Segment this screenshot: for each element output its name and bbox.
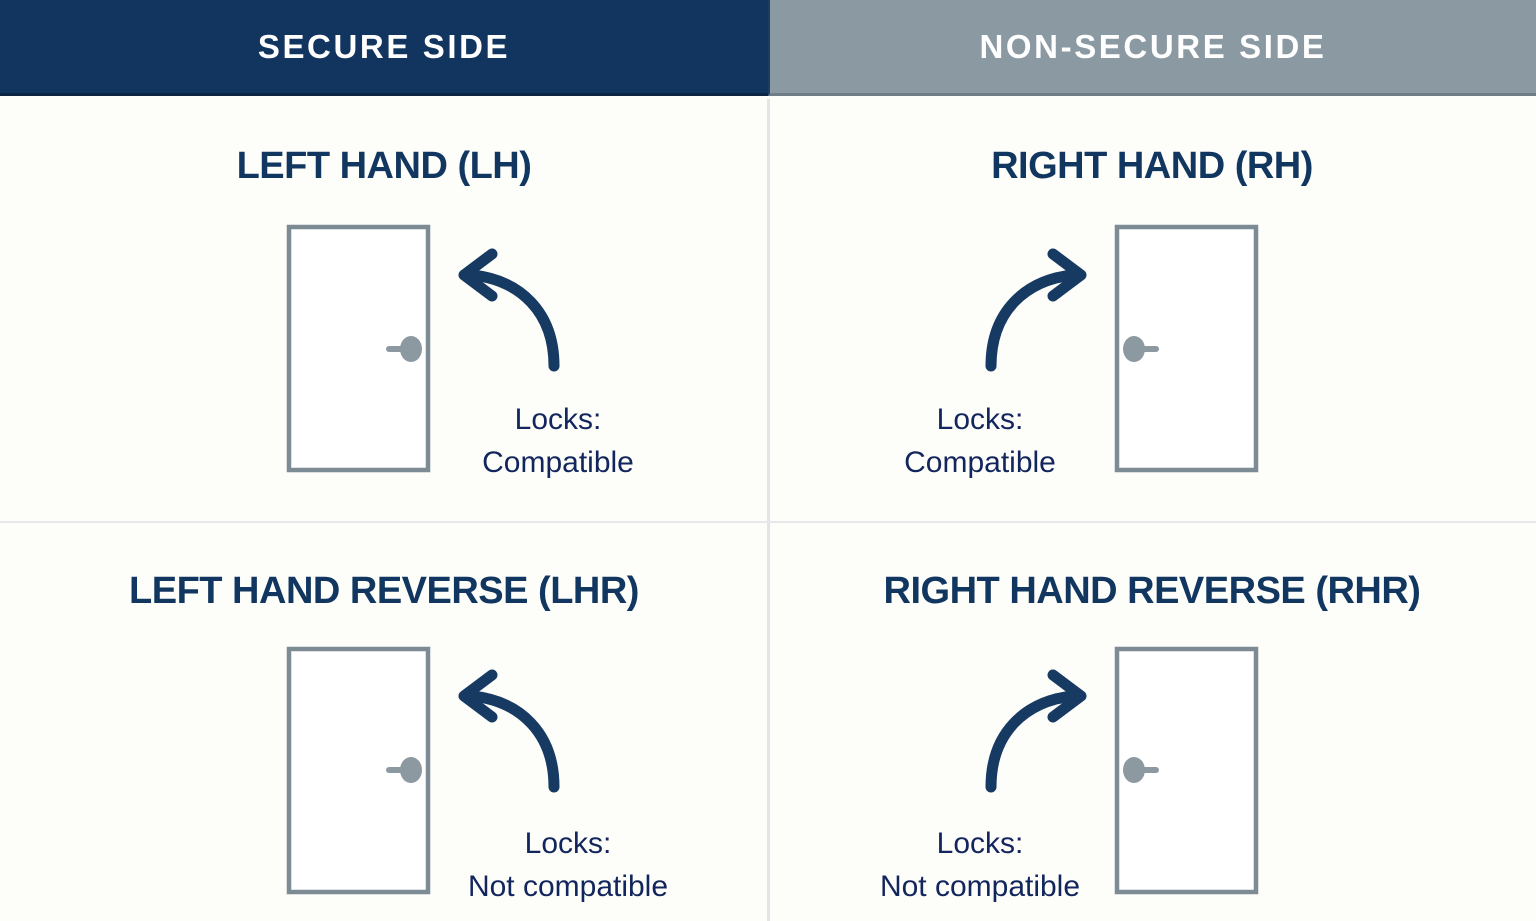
header-non-secure-side: NON-SECURE SIDE (768, 0, 1536, 96)
quadrant-left-hand: LEFT HAND (LH) (0, 99, 768, 521)
quadrant-left-hand-reverse-title: LEFT HAND REVERSE (LHR) (129, 570, 639, 612)
header-non-secure-side-label: NON-SECURE SIDE (979, 27, 1327, 65)
swing-arrow-icon (458, 669, 560, 793)
quadrant-right-hand-reverse-title: RIGHT HAND REVERSE (RHR) (883, 570, 1421, 612)
door-diagram-right-hand (768, 99, 1536, 521)
door-panel-icon (1114, 224, 1259, 473)
lock-label: Locks: (524, 827, 612, 860)
header-secure-side-label: SECURE SIDE (257, 27, 511, 65)
lock-value: Compatible (482, 445, 634, 479)
vertical-divider (767, 99, 770, 921)
swing-arrow-icon (985, 248, 1087, 372)
door-diagram-left-hand (0, 99, 768, 521)
quadrant-right-hand-title: RIGHT HAND (RH) (991, 145, 1313, 187)
door-handle-icon (1123, 336, 1159, 362)
door-handle-icon (1123, 757, 1159, 783)
door-diagram-right-hand-reverse (768, 522, 1536, 921)
lock-label: Locks: (936, 403, 1024, 436)
lock-value: Not compatible (879, 869, 1081, 903)
lock-compatibility-right-hand-reverse: Locks: Not compatible (810, 823, 1150, 908)
horizontal-divider (0, 521, 1536, 523)
chart-header: SECURE SIDE NON-SECURE SIDE (0, 0, 1536, 96)
lock-label: Locks: (514, 403, 602, 436)
lock-compatibility-left-hand: Locks: Compatible (408, 399, 708, 484)
header-secure-side: SECURE SIDE (0, 0, 768, 96)
lock-value: Not compatible (467, 869, 669, 903)
door-diagram-left-hand-reverse (0, 522, 768, 921)
lock-compatibility-right-hand: Locks: Compatible (830, 399, 1130, 484)
quadrant-right-hand: RIGHT HAND (RH) Lock (768, 99, 1536, 521)
lock-compatibility-left-hand-reverse: Locks: Not compatible (398, 823, 738, 908)
swing-arrow-icon (985, 669, 1087, 793)
swing-arrow-icon (458, 248, 560, 372)
lock-value: Compatible (904, 445, 1056, 479)
door-handle-icon (386, 757, 422, 783)
quadrant-right-hand-reverse: RIGHT HAND REVERSE (RHR) (768, 522, 1536, 921)
door-handle-icon (386, 336, 422, 362)
quadrant-grid: LEFT HAND (LH) (0, 99, 1536, 921)
lock-label: Locks: (936, 827, 1024, 860)
quadrant-left-hand-reverse: LEFT HAND REVERSE (LHR) (0, 522, 768, 921)
quadrant-left-hand-title: LEFT HAND (LH) (236, 145, 532, 187)
